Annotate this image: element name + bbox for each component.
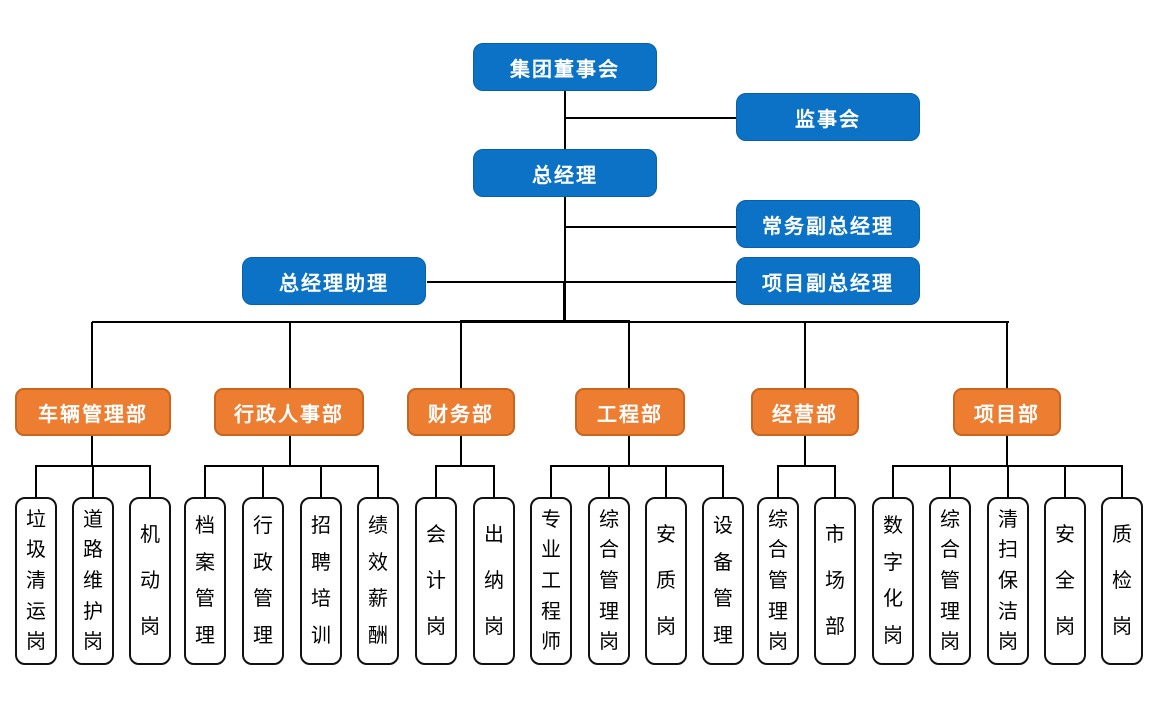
node-post-professional-engineer: 专业工程师 [530,497,572,665]
node-post-recruit-training: 招聘培训 [300,497,342,665]
connector-group-rail-2 [205,465,378,467]
node-post-digitalization: 数字化岗 [872,497,914,665]
connector-supervisory [564,117,736,119]
connector-dept2-group [289,436,291,466]
connector-drop-dept1 [91,322,93,388]
node-dept-business: 经营部 [751,388,859,436]
connector-leaf-stub [35,465,37,498]
node-dept-vehicle-management: 车辆管理部 [15,388,171,436]
connector-drop-dept2 [289,322,291,388]
connector-dept5-group [804,436,806,466]
connector-group-rail-3 [436,465,494,467]
node-post-cleaning: 清扫保洁岗 [987,497,1029,665]
connector-dept6-group [1006,436,1008,466]
connector-leaf-stub [262,465,264,498]
node-general-manager: 总经理 [473,149,657,197]
connector-leaf-stub [892,465,894,498]
connector-leaf-stub [834,465,836,498]
node-post-accounting: 会计岗 [415,497,457,665]
node-post-archive-management: 档案管理 [184,497,226,665]
node-executive-deputy-gm: 常务副总经理 [736,200,920,248]
connector-main-rail-mid [460,320,630,323]
node-dept-project: 项目部 [953,388,1061,436]
node-post-general-management-biz: 综合管理岗 [757,497,799,665]
node-gm-assistant: 总经理助理 [242,257,426,305]
connector-leaf-stub [665,465,667,498]
node-post-safety-quality: 安质岗 [645,497,687,665]
connector-main-rail-right [630,321,1009,323]
connector-leaf-stub [777,465,779,498]
connector-leaf-stub [435,465,437,498]
node-post-performance-pay: 绩效薪酬 [357,497,399,665]
connector-dept3-group [460,436,462,466]
connector-leaf-stub [1121,465,1123,498]
node-dept-finance: 财务部 [407,388,515,436]
node-post-general-management-proj: 综合管理岗 [929,497,971,665]
node-board: 集团董事会 [473,43,657,91]
connector-leaf-stub [92,465,94,498]
connector-drop-dept4 [628,322,630,388]
connector-group-rail-5 [778,465,835,467]
node-post-safety: 安全岗 [1044,497,1086,665]
connector-drop-dept5 [804,322,806,388]
node-post-mobile: 机动岗 [129,497,171,665]
connector-leaf-stub [204,465,206,498]
connector-leaf-stub [377,465,379,498]
connector-group-rail-4 [551,465,723,467]
connector-leaf-stub [550,465,552,498]
node-post-quality-inspection: 质检岗 [1101,497,1143,665]
connector-leaf-stub [722,465,724,498]
node-dept-admin-hr: 行政人事部 [214,388,364,436]
connector-leaf-stub [1007,465,1009,498]
connector-exec-deputy [564,226,737,228]
connector-trunk-lower [563,282,566,322]
node-post-market: 市场部 [814,497,856,665]
connector-leaf-stub [149,465,151,498]
connector-main-rail-left [92,321,461,323]
connector-gm-assistant [427,281,565,283]
node-dept-engineering: 工程部 [575,388,685,436]
node-post-general-management-eng: 综合管理岗 [588,497,630,665]
connector-drop-dept3 [460,322,462,388]
node-post-equipment-management: 设备管理 [702,497,744,665]
connector-leaf-stub [949,465,951,498]
connector-leaf-stub [320,465,322,498]
connector-dept4-group [628,436,630,466]
connector-leaf-stub [1064,465,1066,498]
node-post-road-maintenance: 道路维护岗 [72,497,114,665]
connector-project-deputy [564,281,737,283]
node-post-cashier: 出纳岗 [473,497,515,665]
node-post-garbage-removal: 垃圾清运岗 [15,497,57,665]
node-project-deputy-gm: 项目副总经理 [736,257,920,305]
connector-dept1-group [91,436,93,466]
node-supervisory-board: 监事会 [736,93,920,141]
node-post-admin-management: 行政管理 [242,497,284,665]
connector-drop-dept6 [1006,322,1008,388]
connector-leaf-stub [493,465,495,498]
connector-leaf-stub [608,465,610,498]
